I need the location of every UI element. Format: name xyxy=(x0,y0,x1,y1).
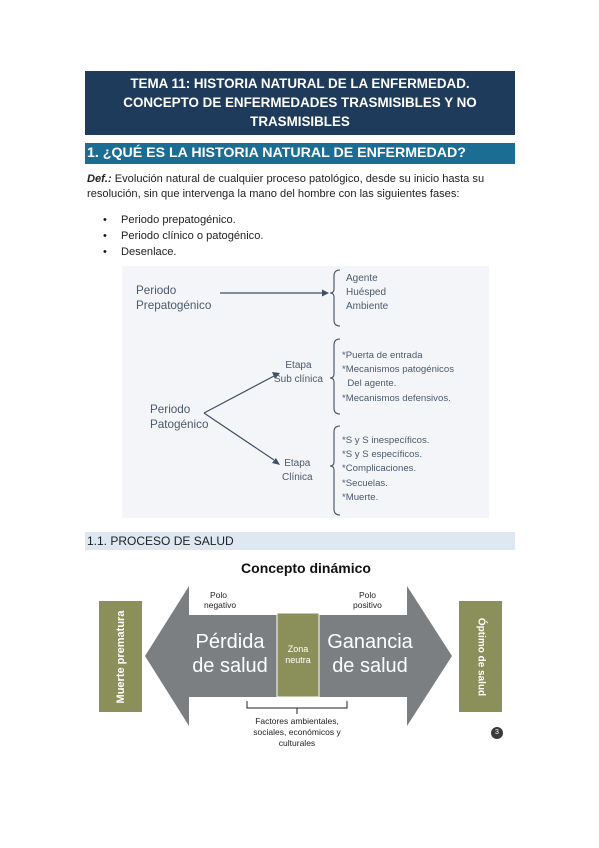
label-line: de salud xyxy=(332,655,408,677)
prepatogenic-items: Agente Huésped Ambiente xyxy=(346,272,388,315)
subclinical-items: *Puerta de entrada *Mecanismos patogénic… xyxy=(342,349,454,406)
clinical-label: Etapa Clínica xyxy=(282,457,313,485)
optimal-health-text: Óptimo de salud xyxy=(475,617,486,696)
label-line: culturales xyxy=(278,738,316,748)
subclinical-label: Etapa Sub clínica xyxy=(274,359,323,387)
list-item: *Puerta de entrada xyxy=(342,350,423,361)
label-line: Ganancia xyxy=(327,631,413,653)
negative-pole: Polo negativo xyxy=(204,590,236,610)
label-line: Periodo xyxy=(136,284,177,297)
right-box-label: Óptimo de salud xyxy=(459,601,502,712)
health-loss-label: Pérdida de salud xyxy=(185,630,275,678)
health-diagram-shapes xyxy=(99,586,503,739)
page-badge xyxy=(491,727,503,739)
section-heading-1-1: 1.1. PROCESO DE SALUD xyxy=(85,532,515,550)
label-line: positivo xyxy=(353,600,382,610)
premature-death-text: Muerte prematura xyxy=(114,610,127,703)
document-title: TEMA 11: HISTORIA NATURAL DE LA ENFERMED… xyxy=(85,71,515,135)
label-line: Factores ambientales, xyxy=(255,716,339,726)
health-process-diagram: Concepto dinámico Muerte prematura Óptim… xyxy=(97,558,515,750)
list-item: *Mecanismos patogénicos xyxy=(342,364,454,376)
left-box-label: Muerte prematura xyxy=(99,601,142,712)
diagram-title: Concepto dinámico xyxy=(241,560,371,576)
title-line-2: CONCEPTO DE ENFERMEDADES TRASMISIBLES Y … xyxy=(123,95,477,110)
list-item: Huésped xyxy=(346,287,387,299)
list-item: *S y S específicos. xyxy=(342,449,422,461)
factors-label: Factores ambientales, sociales, económic… xyxy=(227,716,367,749)
list-item: Agente xyxy=(346,273,378,284)
list-item: Desenlace. xyxy=(103,244,263,260)
natural-history-diagram: Periodo Prepatogénico Agente Huésped Amb… xyxy=(122,266,489,518)
list-item: Periodo clínico o patogénico. xyxy=(103,228,263,244)
definition-label: Def.: xyxy=(87,173,112,185)
label-line: Prepatogénico xyxy=(136,299,212,312)
title-line-3: TRASMISIBLES xyxy=(250,114,350,129)
label-line: Patogénico xyxy=(150,418,209,431)
left-box xyxy=(99,601,142,712)
label-line: de salud xyxy=(192,655,268,677)
title-line-1: TEMA 11: HISTORIA NATURAL DE LA ENFERMED… xyxy=(130,76,470,91)
list-item: *Secuelas. xyxy=(342,477,388,489)
list-item: *S y S inespecíficos. xyxy=(342,435,430,446)
label-line: Clínica xyxy=(282,472,313,484)
right-box xyxy=(459,601,502,712)
clinical-items: *S y S inespecíficos. *S y S específicos… xyxy=(342,434,429,505)
definition-text: Evolución natural de cualquier proceso p… xyxy=(87,173,485,200)
neutral-zone-label: Zona neutra xyxy=(277,644,319,666)
label-line: Etapa xyxy=(285,360,312,371)
label-line: Polo xyxy=(210,590,228,600)
label-line: sociales, económicos y xyxy=(253,727,341,737)
label-line: Periodo xyxy=(150,403,191,416)
label-line: Pérdida xyxy=(195,631,265,653)
list-item: *Mecanismos defensivos. xyxy=(342,392,451,404)
section-heading-1: 1. ¿QUÉ ES LA HISTORIA NATURAL DE ENFERM… xyxy=(85,143,515,164)
label-line: negativo xyxy=(204,600,237,610)
prepatogenic-label: Periodo Prepatogénico xyxy=(136,283,211,313)
list-item: Periodo prepatogénico. xyxy=(103,212,263,228)
definition-paragraph: Def.: Evolución natural de cualquier pro… xyxy=(87,172,517,202)
list-item: *Complicaciones. xyxy=(342,463,417,475)
patogenic-label: Periodo Patogénico xyxy=(150,402,208,432)
health-gain-label: Ganancia de salud xyxy=(319,630,421,678)
label-line: Zona xyxy=(287,644,309,654)
list-item: *Muerte. xyxy=(342,491,379,503)
diagram-lines xyxy=(203,269,341,516)
label-line: Sub clínica xyxy=(274,374,323,386)
label-line: Polo xyxy=(359,590,377,600)
positive-pole: Polo positivo xyxy=(353,590,382,610)
phases-list: Periodo prepatogénico. Periodo clínico o… xyxy=(103,212,263,260)
page-badge-number: 3 xyxy=(495,729,499,736)
neutral-zone-box xyxy=(276,612,320,698)
label-line: neutra xyxy=(285,655,311,665)
list-item: Del agente. xyxy=(342,378,397,390)
list-item: Ambiente xyxy=(346,301,389,313)
label-line: Etapa xyxy=(284,458,311,469)
